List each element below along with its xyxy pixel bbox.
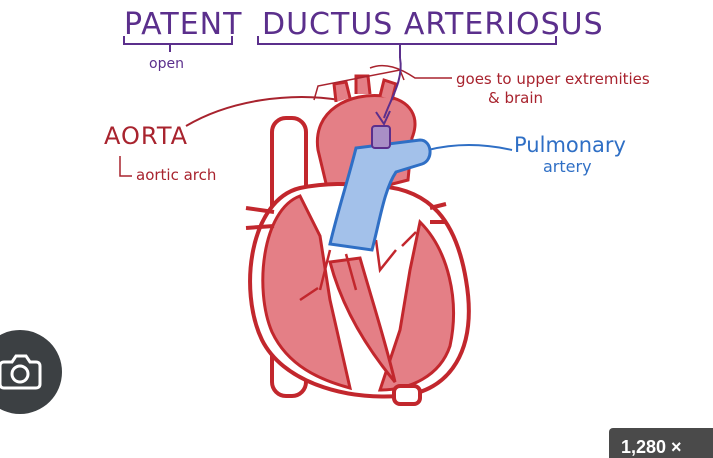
label-artery: artery [543,157,592,176]
camera-icon [0,354,42,390]
branches-bracket [313,69,405,101]
label-pulmonary: Pulmonary [514,133,626,157]
ductus-arteriosus [371,125,391,149]
aorta-pointer [185,96,341,127]
patent-bracket [123,36,233,52]
ductus-arrow [383,57,402,119]
ductus-bracket [257,36,557,58]
label-aortic-arch: aortic arch [136,166,216,184]
pulmonary-pointer [427,144,513,151]
title-ductus-arteriosus: DUCTUS ARTERIOSUS [262,7,604,42]
heart-illustration [245,57,471,406]
septum [328,256,397,383]
ductus-arrowhead [375,110,391,127]
image-size-badge: 1,280 × [609,428,713,458]
title-patent: PATENT [124,7,242,42]
label-aorta: AORTA [104,122,188,150]
note-goes-to-line2: & brain [488,89,543,107]
pulmonary-trunk [328,138,432,252]
valve-strokes [299,231,417,302]
note-goes-to-line1: goes to upper extremities [456,70,650,88]
inferior-stub [392,384,422,406]
goes-to-pointer [369,64,452,79]
pulmonary-veins-right [429,202,447,224]
note-open: open [149,56,184,72]
heart-wall-right [377,218,455,392]
aortic-arch-bracket [119,156,132,177]
pulmonary-veins-left [245,206,275,230]
